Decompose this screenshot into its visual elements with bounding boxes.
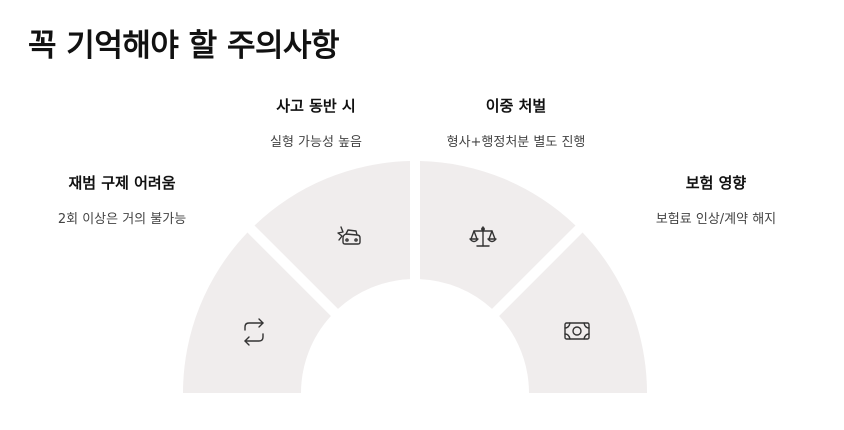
- scales-icon: [469, 226, 497, 247]
- segment-label-accident: 사고 동반 시 실형 가능성 높음: [216, 95, 416, 150]
- car-crash-icon: [337, 226, 361, 245]
- segment-accident: [254, 161, 410, 309]
- segment-heading: 이중 처벌: [485, 97, 547, 115]
- page-title: 꼭 기억해야 할 주의사항: [28, 28, 340, 64]
- segment-label-double-punishment: 이중 처벌 형사+행정처분 별도 진행: [416, 95, 616, 150]
- segment-recidivism: [183, 232, 331, 393]
- segment-label-insurance: 보험 영향 보험료 인상/계약 해지: [616, 172, 816, 227]
- segment-heading: 사고 동반 시: [276, 97, 356, 115]
- money-bill-icon: [564, 322, 590, 340]
- segment-label-recidivism: 재범 구제 어려움 2회 이상은 거의 불가능: [22, 172, 222, 227]
- segment-double-punishment: [420, 161, 576, 309]
- segment-heading: 보험 영향: [685, 174, 747, 192]
- segment-description: 실형 가능성 높음: [270, 135, 362, 150]
- segment-description: 형사+행정처분 별도 진행: [446, 135, 586, 150]
- segment-heading: 재범 구제 어려움: [68, 174, 176, 192]
- segment-description: 보험료 인상/계약 해지: [655, 212, 777, 227]
- segment-insurance: [499, 232, 647, 393]
- repeat-icon: [244, 318, 264, 346]
- segment-description: 2회 이상은 거의 불가능: [57, 212, 187, 227]
